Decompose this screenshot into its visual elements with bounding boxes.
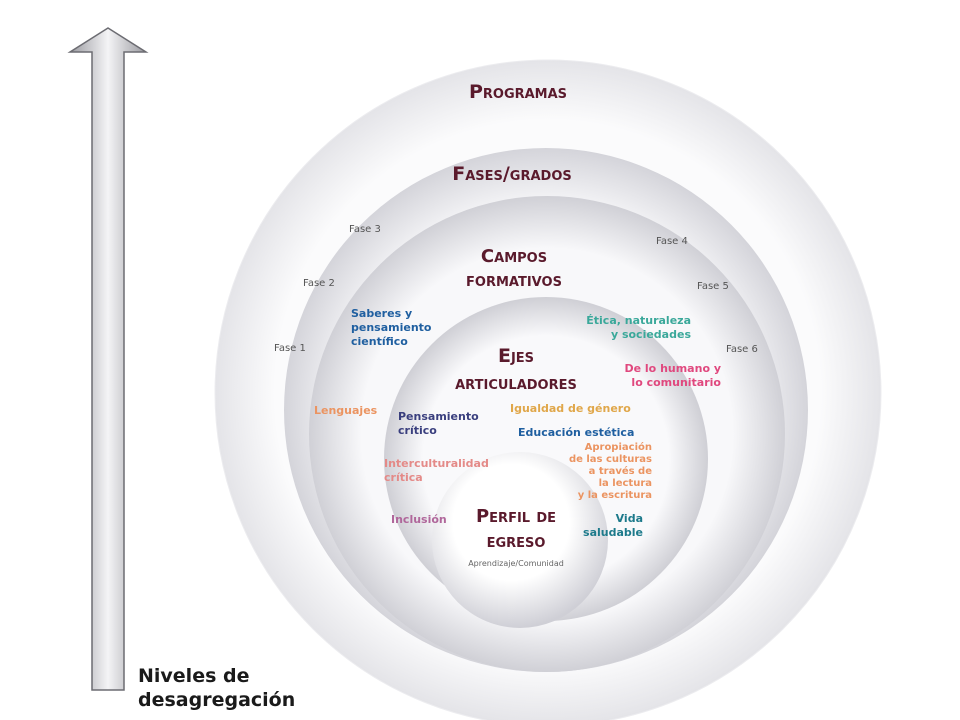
perfil-heading-line2: egreso <box>487 531 546 552</box>
svg-text:y la escritura: y la escritura <box>578 490 652 501</box>
arrow-label: Niveles de desagregación <box>138 665 295 711</box>
svg-text:la lectura: la lectura <box>599 478 652 489</box>
svg-text:Saberes y: Saberes y <box>351 307 412 320</box>
programas-heading: Programas <box>469 81 567 103</box>
ejes-heading-line2: articuladores <box>455 372 577 394</box>
svg-text:De lo humano y: De lo humano y <box>624 362 721 375</box>
perfil-subtitle: Aprendizaje/Comunidad <box>468 559 564 568</box>
campo-etica: Ética, naturaleza y sociedades <box>586 314 691 341</box>
svg-text:a través de: a través de <box>589 465 653 477</box>
disaggregation-arrow <box>67 27 149 691</box>
fase-4: Fase 4 <box>656 236 688 247</box>
arrow-shape <box>67 27 149 691</box>
svg-text:saludable: saludable <box>583 526 643 539</box>
eje-educacion-estetica: Educación estética <box>518 426 634 439</box>
eje-vida-saludable: Vida saludable <box>583 512 643 539</box>
campos-heading: Campos <box>481 246 547 267</box>
eje-apropiacion: Apropiación de las culturas a través de … <box>569 441 652 501</box>
perfil-heading: Perfil de <box>476 506 556 527</box>
svg-text:desagregación: desagregación <box>138 689 295 711</box>
svg-text:Ética, naturaleza: Ética, naturaleza <box>586 314 691 327</box>
campos-heading-line2: formativos <box>466 270 562 291</box>
campo-saberes: Saberes y pensamiento científico <box>351 307 432 348</box>
svg-text:Interculturalidad: Interculturalidad <box>384 457 489 470</box>
ejes-heading: Ejes <box>498 345 534 367</box>
campo-humano: De lo humano y lo comunitario <box>624 362 721 389</box>
svg-text:crítica: crítica <box>384 471 423 484</box>
svg-text:pensamiento: pensamiento <box>351 321 432 334</box>
fase-5: Fase 5 <box>697 281 729 292</box>
svg-text:de las culturas: de las culturas <box>569 454 652 465</box>
eje-pensamiento-critico: Pensamiento crítico <box>398 410 479 437</box>
campo-lenguajes: Lenguajes <box>314 404 378 417</box>
fase-1: Fase 1 <box>274 343 306 354</box>
svg-text:Vida: Vida <box>616 512 643 525</box>
fase-3: Fase 3 <box>349 224 381 235</box>
svg-text:Niveles de: Niveles de <box>138 665 250 687</box>
fase-2: Fase 2 <box>303 278 335 289</box>
svg-text:Apropiación: Apropiación <box>585 441 652 453</box>
eje-interculturalidad: Interculturalidad crítica <box>384 457 489 484</box>
svg-text:y sociedades: y sociedades <box>611 328 691 341</box>
svg-text:científico: científico <box>351 335 408 348</box>
eje-igualdad: Igualdad de género <box>510 402 631 415</box>
fases-grados-heading: Fases/grados <box>452 163 572 185</box>
fase-6: Fase 6 <box>726 344 758 355</box>
svg-text:crítico: crítico <box>398 424 437 437</box>
svg-text:Pensamiento: Pensamiento <box>398 410 479 423</box>
ring-perfil <box>432 452 608 628</box>
svg-text:lo comunitario: lo comunitario <box>631 376 721 389</box>
fase-labels: Fase 1 Fase 2 Fase 3 Fase 4 Fase 5 Fase … <box>274 224 758 355</box>
eje-inclusion: Inclusión <box>391 513 447 526</box>
